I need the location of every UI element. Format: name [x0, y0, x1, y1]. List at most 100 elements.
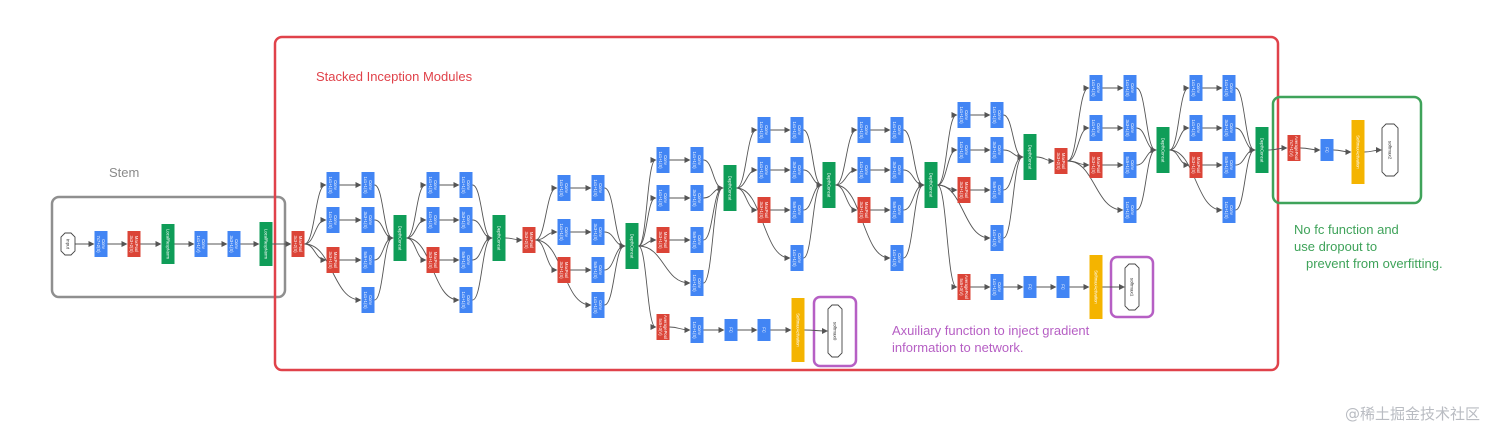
node-shape-m2_p [426, 247, 440, 273]
node-shape-m6_c1 [857, 117, 871, 143]
node-label-m6_d: Conv1x1+1(S) [892, 249, 902, 267]
node-s_conv1: Conv7x7+2(S) [94, 231, 108, 257]
node-label-m5_b: Conv3x3+1(S) [792, 161, 802, 179]
node-aux2_pool: AveragePool5x5+3(V) [957, 274, 971, 300]
node-m4_b: Conv3x3+1(S) [690, 185, 704, 211]
edge-m8_cat-to-m9_p [1169, 149, 1190, 168]
node-shape-m6_d [890, 245, 904, 271]
head-annotation: No fc function and use dropout to preven… [1294, 222, 1443, 271]
node-label-aux2_out: softmax1 [1129, 278, 1134, 297]
node-shape-m7_b [990, 137, 1004, 163]
node-label-m6_cat: DepthConcat [928, 173, 933, 198]
node-label-m4_cat: DepthConcat [727, 176, 732, 201]
node-m7_c1: Conv1x1+1(S) [957, 102, 971, 128]
node-label-m8_c: Conv5x5+1(S) [1125, 156, 1135, 174]
node-m7_d: Conv1x1+1(S) [990, 225, 1004, 251]
auxiliary-output-box-1 [812, 295, 858, 368]
node-label-m9_b: Conv3x3+1(S) [1224, 119, 1234, 137]
node-shape-m2_c [459, 247, 473, 273]
node-shape-m6_a [890, 117, 904, 143]
node-m6_d: Conv1x1+1(S) [890, 245, 904, 271]
node-label-aux1_out: softmax0 [832, 322, 837, 341]
node-shape-m8_d [1123, 197, 1137, 223]
node-shape-aux1_act [791, 298, 805, 362]
node-shape-h_pool [1287, 135, 1301, 161]
auxiliary-annotation: Axuiliary function to inject gradient in… [892, 323, 1093, 355]
edge-m3_cat-to-m4_c1 [638, 157, 657, 247]
node-shape-m3_b [591, 219, 605, 245]
edge-m8_cat-to-m9_d [1169, 149, 1223, 213]
edge-h_act-to-h_out [1364, 147, 1382, 154]
node-label-m1_cat: DepthConcat [397, 226, 402, 251]
node-label-m2_b: Conv3x3+1(S) [461, 211, 471, 229]
node-m7_cat: DepthConcat [1023, 134, 1037, 180]
node-label-s_conv1: Conv7x7+2(S) [96, 235, 106, 253]
edge-m5_cat-to-m6_p [835, 184, 858, 213]
edge-m4_cat-to-m5_p [736, 187, 758, 213]
node-m6_c2: Conv1x1+1(S) [857, 157, 871, 183]
edge-m7_c-to-m7_cat [1003, 154, 1024, 191]
node-m2_cat: DepthConcat [492, 215, 506, 261]
node-shape-m7_d [990, 225, 1004, 251]
node-label-pool3: MaxPool3x3+2(S) [524, 231, 534, 249]
edge-m5_d-to-m5_cat [803, 182, 823, 259]
node-label-m7_d: Conv1x1+1(S) [992, 229, 1002, 247]
edge-m8_a-to-m8_cat [1136, 87, 1157, 153]
node-shape-m4_p [656, 227, 670, 253]
node-label-m6_c: Conv5x5+1(S) [892, 201, 902, 219]
node-s_conv2: Conv1x1+1(V) [194, 231, 208, 257]
edge-m1_c-to-m1_cat [374, 235, 394, 261]
edge-m8_cat-to-m9_c1 [1169, 85, 1190, 151]
node-m2_a: Conv1x1+1(S) [459, 172, 473, 198]
node-label-m9_d: Conv1x1+1(S) [1224, 201, 1234, 219]
node-shape-aux2_fc1 [1023, 276, 1037, 298]
node-m8_cat: DepthConcat [1156, 127, 1170, 173]
node-shape-aux2_fc2 [1056, 276, 1070, 298]
node-shape-m4_d [690, 270, 704, 296]
edge-m6_c-to-m6_cat [903, 182, 925, 211]
node-aux1_out: softmax0 [827, 304, 843, 358]
node-m8_a: Conv1x1+1(S) [1123, 75, 1137, 101]
node-shape-m5_cat [822, 162, 836, 208]
watermark: @稀土掘金技术社区 [1344, 405, 1480, 423]
node-label-m3_cat: DepthConcat [629, 234, 634, 259]
node-shape-m6_p [857, 197, 871, 223]
edge-m8_d-to-m8_cat [1136, 147, 1157, 211]
node-shape-m2_d [459, 287, 473, 313]
node-h_out: softmax2 [1381, 123, 1399, 177]
node-m4_c1: Conv1x1+1(S) [656, 147, 670, 173]
node-m1_c2: Conv1x1+1(S) [326, 207, 340, 233]
node-m2_c: Conv5x5+1(S) [459, 247, 473, 273]
edge-m5_c-to-m5_cat [803, 182, 823, 211]
node-m7_p: MaxPool3x3+1(S) [957, 177, 971, 203]
node-m4_cat: DepthConcat [723, 165, 737, 211]
node-shape-aux1_pool [656, 314, 670, 340]
node-label-m7_b: Conv3x3+1(S) [992, 141, 1002, 159]
node-m3_c: Conv5x5+1(S) [591, 257, 605, 283]
node-m9_c1: Conv1x1+1(S) [1189, 75, 1203, 101]
node-m5_d: Conv1x1+1(S) [790, 245, 804, 271]
node-shape-m7_a [990, 102, 1004, 128]
node-shape-m4_cat [723, 165, 737, 211]
node-shape-m1_a [361, 172, 375, 198]
node-shape-m8_b [1123, 115, 1137, 141]
node-shape-s_conv3 [227, 231, 241, 257]
edge-m2_a-to-m2_cat [472, 184, 493, 241]
edge-m4_cat-to-m5_c2 [736, 167, 758, 189]
node-shape-m5_c [790, 197, 804, 223]
edge-m6_cat-to-m7_c1 [937, 112, 958, 186]
node-shape-m8_c [1123, 152, 1137, 178]
node-shape-m1_c2 [326, 207, 340, 233]
node-shape-m6_c [890, 197, 904, 223]
node-label-m5_p: MaxPool3x3+1(S) [759, 201, 769, 219]
node-shape-m6_c2 [857, 157, 871, 183]
node-label-m8_cat: DepthConcat [1160, 138, 1165, 163]
node-m7_a: Conv1x1+1(S) [990, 102, 1004, 128]
node-m5_p: MaxPool3x3+1(S) [757, 197, 771, 223]
node-label-s_pool2: MaxPool3x3+2(S) [293, 235, 303, 253]
node-shape-m8_a [1123, 75, 1137, 101]
node-label-m4_p: MaxPool3x3+1(S) [658, 231, 668, 249]
stem-group-box [50, 195, 287, 299]
node-label-m1_c1: Conv1x1+1(S) [328, 176, 338, 194]
node-label-m2_cat: DepthConcat [496, 226, 501, 251]
